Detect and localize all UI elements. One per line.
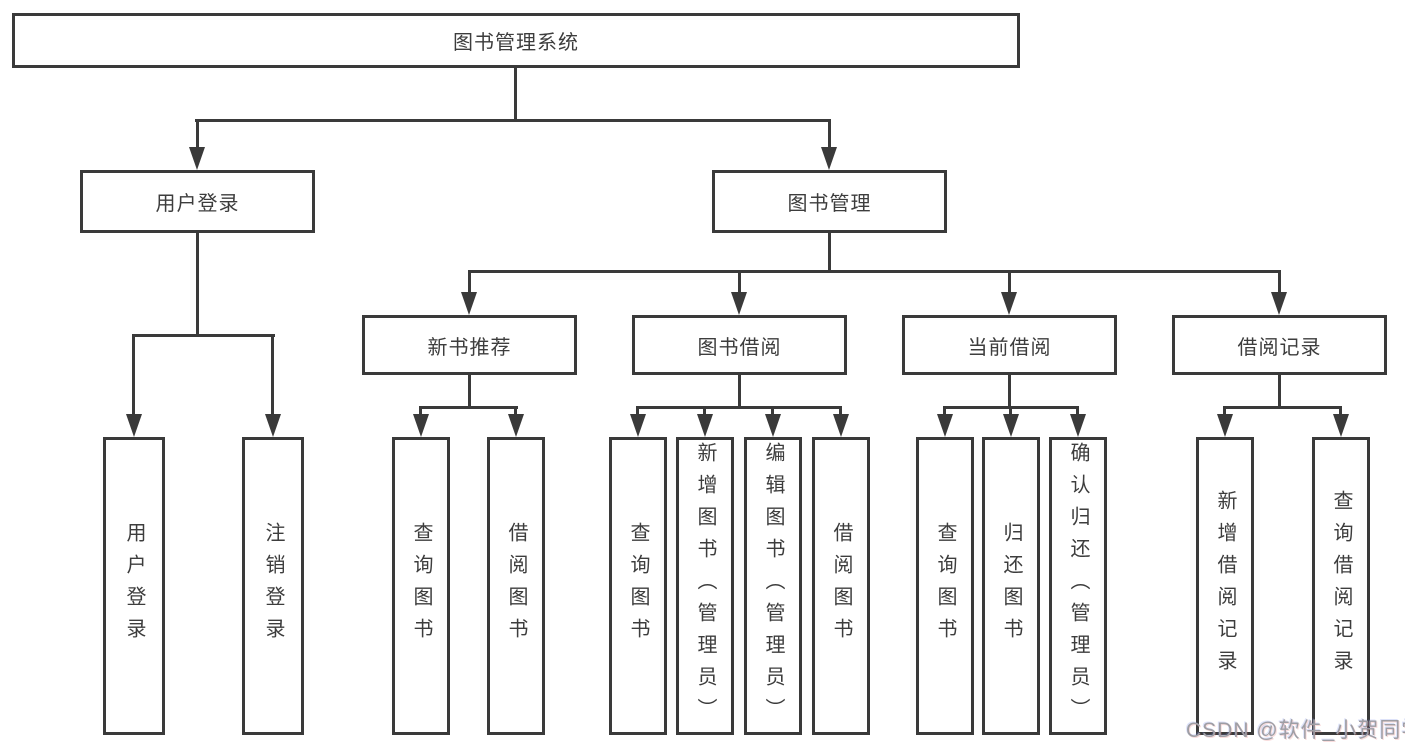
node-label: 借阅图书 xyxy=(830,522,852,650)
connector xyxy=(196,121,199,149)
node-edit-book-admin: 编辑图书（管理员） xyxy=(744,437,802,735)
connector xyxy=(514,68,517,122)
connector xyxy=(1008,272,1011,294)
node-label: 用户登录 xyxy=(155,193,240,215)
connector xyxy=(738,375,741,408)
connector xyxy=(132,336,135,416)
node-return-book: 归还图书 xyxy=(982,437,1040,735)
arrowhead-down-icon xyxy=(937,414,953,437)
node-label: 编辑图书（管理员） xyxy=(762,442,784,730)
connector xyxy=(771,406,774,416)
node-label: 图书管理 xyxy=(787,193,872,215)
connector xyxy=(738,272,741,294)
connector xyxy=(828,233,831,272)
node-label: 注销登录 xyxy=(262,522,284,650)
arrowhead-down-icon xyxy=(697,414,713,437)
connector xyxy=(703,406,706,416)
arrowhead-down-icon xyxy=(731,292,747,315)
node-library-management-system: 图书管理系统 xyxy=(12,13,1020,68)
arrowhead-down-icon xyxy=(461,292,477,315)
connector xyxy=(468,270,1281,273)
arrowhead-down-icon xyxy=(821,147,837,170)
arrowhead-down-icon xyxy=(1001,292,1017,315)
arrowhead-down-icon xyxy=(765,414,781,437)
connector xyxy=(195,119,831,122)
node-label: 归还图书 xyxy=(1000,522,1022,650)
connector xyxy=(1076,406,1079,416)
node-label: 图书管理系统 xyxy=(453,32,579,54)
connector xyxy=(828,121,831,149)
connector xyxy=(1278,375,1281,408)
connector xyxy=(132,334,275,337)
node-book-borrowing: 图书借阅 xyxy=(632,315,847,375)
arrowhead-down-icon xyxy=(508,414,524,437)
node-query-books: 查询图书 xyxy=(609,437,667,735)
node-label: 查询图书 xyxy=(627,522,649,650)
connector xyxy=(1223,406,1342,409)
arrowhead-down-icon xyxy=(413,414,429,437)
connector xyxy=(514,406,517,416)
node-borrow-books: 借阅图书 xyxy=(812,437,870,735)
arrowhead-down-icon xyxy=(1070,414,1086,437)
arrowhead-down-icon xyxy=(1003,414,1019,437)
connector xyxy=(468,375,471,408)
node-label: 查询图书 xyxy=(934,522,956,650)
arrowhead-down-icon xyxy=(630,414,646,437)
connector xyxy=(419,406,422,416)
node-label: 图书借阅 xyxy=(697,336,782,359)
connector xyxy=(1278,272,1281,294)
arrowhead-down-icon xyxy=(1217,414,1233,437)
connector xyxy=(1008,375,1011,408)
node-logout: 注销登录 xyxy=(242,437,304,735)
arrowhead-down-icon xyxy=(1271,292,1287,315)
connector xyxy=(468,272,471,294)
node-label: 确认归还（管理员） xyxy=(1067,442,1089,730)
connector xyxy=(196,233,199,336)
connector xyxy=(943,406,946,416)
connector xyxy=(636,406,639,416)
connector xyxy=(636,406,842,409)
arrowhead-down-icon xyxy=(1333,414,1349,437)
node-user-login-leaf: 用户登录 xyxy=(103,437,165,735)
node-confirm-return-admin: 确认归还（管理员） xyxy=(1049,437,1107,735)
arrowhead-down-icon xyxy=(189,147,205,170)
node-user-login: 用户登录 xyxy=(80,170,315,233)
connector xyxy=(839,406,842,416)
connector xyxy=(271,336,274,416)
node-query-books: 查询图书 xyxy=(392,437,450,735)
node-label: 用户登录 xyxy=(123,522,145,650)
connector xyxy=(1009,406,1012,416)
node-label: 借阅图书 xyxy=(505,522,527,650)
node-query-books: 查询图书 xyxy=(916,437,974,735)
connector xyxy=(1223,406,1226,416)
node-new-book-recommendation: 新书推荐 xyxy=(362,315,577,375)
node-borrow-books: 借阅图书 xyxy=(487,437,545,735)
connector xyxy=(419,406,518,409)
arrowhead-down-icon xyxy=(126,414,142,437)
node-current-borrowing: 当前借阅 xyxy=(902,315,1117,375)
node-query-borrow-record: 查询借阅记录 xyxy=(1312,437,1370,735)
connector xyxy=(1339,406,1342,416)
node-label: 查询图书 xyxy=(410,522,432,650)
node-label: 查询借阅记录 xyxy=(1330,490,1352,682)
node-add-book-admin: 新增图书（管理员） xyxy=(676,437,734,735)
node-label: 当前借阅 xyxy=(967,336,1052,359)
arrowhead-down-icon xyxy=(833,414,849,437)
node-label: 借阅记录 xyxy=(1237,336,1322,359)
node-borrowing-records: 借阅记录 xyxy=(1172,315,1387,375)
node-add-borrow-record: 新增借阅记录 xyxy=(1196,437,1254,735)
csdn-watermark: CSDN @软件_小贺同学 xyxy=(1186,719,1405,742)
arrowhead-down-icon xyxy=(265,414,281,437)
node-label: 新增图书（管理员） xyxy=(694,442,716,730)
node-label: 新增借阅记录 xyxy=(1214,490,1236,682)
node-book-management: 图书管理 xyxy=(712,170,947,233)
node-label: 新书推荐 xyxy=(427,336,512,359)
